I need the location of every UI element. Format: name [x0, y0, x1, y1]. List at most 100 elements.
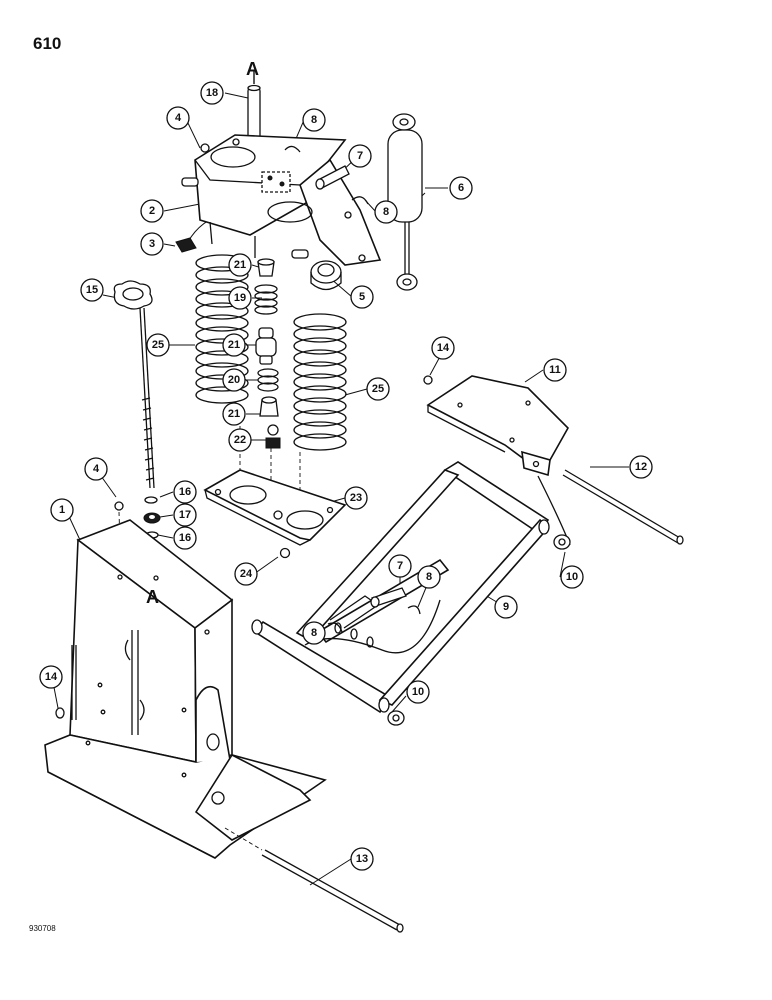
svg-text:14: 14 — [45, 671, 58, 683]
callout-8-lower-right: 8 — [417, 565, 441, 589]
clip-8-lower-right — [407, 605, 421, 615]
callout-9: 9 — [494, 595, 518, 619]
nut-4-lower — [114, 501, 124, 511]
svg-text:22: 22 — [234, 434, 246, 446]
svg-text:7: 7 — [397, 560, 403, 572]
svg-text:19: 19 — [234, 292, 246, 304]
callout-11: 11 — [543, 358, 567, 382]
leader-lines — [51, 92, 629, 886]
bushing-5 — [310, 260, 342, 291]
svg-text:2: 2 — [149, 205, 155, 217]
svg-text:6: 6 — [458, 182, 464, 194]
clip-8-top-right — [351, 196, 369, 205]
callout-21-top: 21 — [228, 253, 252, 277]
svg-text:14: 14 — [437, 342, 450, 354]
pin-7-lower — [370, 587, 407, 608]
callout-19: 19 — [228, 286, 252, 310]
callout-13: 13 — [350, 847, 374, 871]
callout-5: 5 — [350, 285, 374, 309]
svg-text:11: 11 — [549, 364, 561, 376]
mounting-plate-11 — [426, 375, 569, 477]
svg-text:10: 10 — [412, 686, 424, 698]
spring-25-right — [293, 313, 347, 451]
callout-14-upper: 14 — [431, 336, 455, 360]
nut-24 — [279, 547, 291, 559]
callout-8-top-right: 8 — [374, 200, 398, 224]
svg-text:16: 16 — [179, 532, 191, 544]
swing-arm-frame-9 — [251, 461, 571, 714]
svg-text:18: 18 — [206, 87, 218, 99]
svg-text:23: 23 — [350, 492, 362, 504]
washer-16-top — [144, 496, 158, 504]
bushing-10-upper — [553, 534, 571, 550]
nut-4-top — [200, 143, 210, 153]
spring-25-left — [195, 254, 249, 404]
svg-text:7: 7 — [357, 150, 363, 162]
svg-text:13: 13 — [356, 853, 368, 865]
callout-1: 1 — [50, 498, 74, 522]
svg-text:4: 4 — [175, 112, 182, 124]
svg-text:1: 1 — [59, 504, 65, 516]
svg-text:20: 20 — [228, 374, 240, 386]
callout-12: 12 — [629, 455, 653, 479]
svg-text:21: 21 — [228, 408, 240, 420]
svg-text:4: 4 — [93, 463, 100, 475]
main-frame-1 — [44, 519, 327, 859]
bushing-10-lower — [387, 710, 405, 726]
bushing-14-upper — [423, 375, 433, 385]
callout-20: 20 — [222, 368, 246, 392]
callout-21-bottom: 21 — [222, 402, 246, 426]
svg-text:21: 21 — [228, 339, 240, 351]
svg-text:8: 8 — [426, 571, 432, 583]
svg-text:25: 25 — [372, 383, 384, 395]
svg-text:12: 12 — [635, 461, 647, 473]
svg-text:9: 9 — [503, 601, 509, 613]
callout-2: 2 — [140, 199, 164, 223]
callout-25-right: 25 — [366, 377, 390, 401]
callout-15: 15 — [80, 278, 104, 302]
svg-text:5: 5 — [359, 291, 365, 303]
svg-text:21: 21 — [234, 259, 246, 271]
page-number: 610 — [33, 34, 62, 53]
callout-7-top: 7 — [348, 144, 372, 168]
nut-17 — [143, 512, 161, 524]
svg-text:15: 15 — [86, 284, 98, 296]
callout-4-top: 4 — [166, 106, 190, 130]
svg-text:8: 8 — [383, 206, 389, 218]
callout-23: 23 — [344, 486, 368, 510]
section-marker-top: A — [246, 59, 259, 79]
figure-code: 930708 — [29, 924, 56, 933]
callout-16-bottom: 16 — [173, 526, 197, 550]
callout-22: 22 — [228, 428, 252, 452]
rod-12 — [562, 469, 684, 545]
callout-8-top-left: 8 — [302, 108, 326, 132]
spring-plate-23 — [203, 469, 347, 546]
callout-24: 24 — [234, 562, 258, 586]
svg-text:16: 16 — [179, 486, 191, 498]
rubber-block-3 — [175, 237, 197, 253]
callout-3: 3 — [140, 232, 164, 256]
callout-17: 17 — [173, 503, 197, 527]
svg-text:25: 25 — [152, 339, 164, 351]
callout-25-left: 25 — [146, 333, 170, 357]
svg-text:10: 10 — [566, 571, 578, 583]
pin-7-top — [315, 165, 350, 190]
svg-text:17: 17 — [179, 509, 191, 521]
callout-14-lower: 14 — [39, 665, 63, 689]
callout-4-lower: 4 — [84, 457, 108, 481]
callout-7-lower: 7 — [388, 554, 412, 578]
adjusting-knob-15 — [113, 280, 155, 489]
center-spring-stack — [254, 258, 281, 500]
svg-text:8: 8 — [311, 627, 317, 639]
callout-8-lower-left: 8 — [302, 621, 326, 645]
callout-6: 6 — [449, 176, 473, 200]
section-marker-bottom: A — [146, 587, 159, 607]
svg-text:3: 3 — [149, 238, 155, 250]
callout-16-top: 16 — [173, 480, 197, 504]
svg-text:8: 8 — [311, 114, 317, 126]
bushing-14-lower — [55, 707, 65, 719]
callout-10-upper: 10 — [560, 565, 584, 589]
clip-8-top-left — [284, 145, 301, 153]
